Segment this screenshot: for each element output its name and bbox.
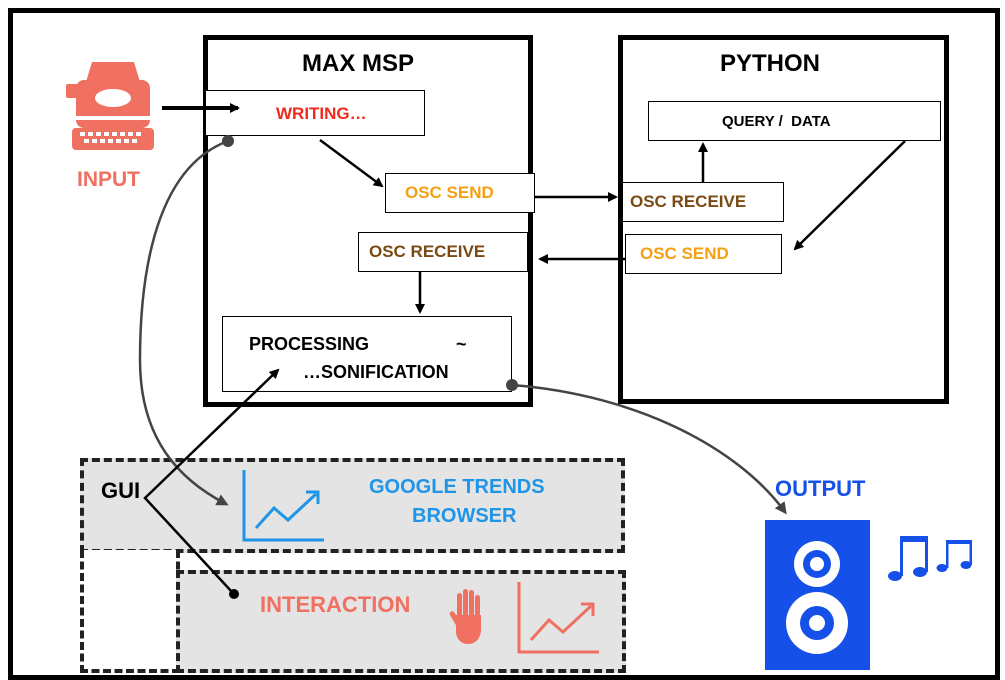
input-label: INPUT (77, 168, 140, 191)
max-osc-receive-box (358, 232, 528, 272)
speaker-icon (765, 520, 870, 670)
processing-box (222, 316, 512, 392)
py-osc-send-box (625, 234, 782, 274)
max-osc-send-box (385, 173, 535, 213)
output-label: OUTPUT (775, 476, 866, 501)
trend-chart-icon (242, 470, 324, 542)
query-label: QUERY / DATA (722, 113, 831, 130)
writing-box (205, 90, 425, 136)
max-osc-receive-label: OSC RECEIVE (369, 242, 486, 261)
sonification-label: …SONIFICATION (303, 362, 449, 382)
interaction-chart-icon (517, 582, 599, 654)
curve-writing-gui (138, 139, 229, 506)
py-osc-receive-box (622, 182, 784, 222)
trends-label-1: GOOGLE TRENDS (369, 476, 545, 498)
arrow-writing-oscsend (319, 138, 384, 188)
gui-label: GUI (101, 478, 141, 503)
py-osc-send-label: OSC SEND (640, 244, 729, 263)
max-osc-send-label: OSC SEND (405, 183, 494, 202)
hand-icon (449, 589, 481, 644)
music-notes-icon (888, 536, 972, 581)
curve-processing-output (511, 383, 787, 515)
gui-panel (80, 458, 625, 553)
python-title: PYTHON (720, 50, 821, 77)
interaction-label: INTERACTION (260, 592, 411, 617)
line-interaction-processing (143, 368, 280, 593)
processing-tilde: ~ (456, 334, 467, 354)
max-msp-title: MAX MSP (302, 50, 415, 77)
trends-label-2: BROWSER (412, 505, 517, 527)
writing-label: WRITING… (276, 104, 367, 123)
query-box (648, 101, 941, 141)
py-osc-receive-label: OSC RECEIVE (630, 192, 747, 211)
processing-label: PROCESSING (249, 334, 370, 354)
arrow-query-send (793, 140, 906, 251)
typewriter-icon (66, 62, 154, 150)
